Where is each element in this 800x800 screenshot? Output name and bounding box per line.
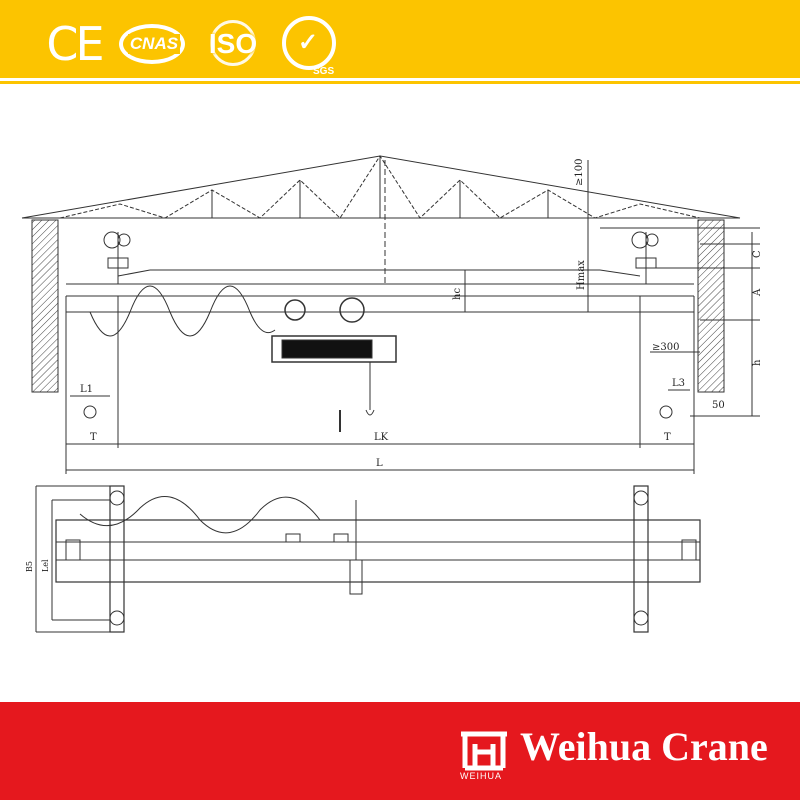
banner-divider: [0, 81, 800, 84]
dim-label-l1: L1: [80, 384, 93, 395]
festoon-cable: [89, 285, 276, 337]
left-wall: [31, 219, 59, 393]
cnas-oval-icon: [119, 24, 185, 64]
right-wall: [697, 219, 725, 393]
sgs-ring-icon: [282, 16, 336, 70]
dim-label-l: L: [376, 458, 383, 469]
dim-label-clearance-300: ≥300: [652, 342, 679, 353]
bridge-girder: [66, 160, 694, 313]
globe-icon: [210, 20, 256, 66]
ce-certification-logo: CE: [38, 17, 110, 71]
dim-label-h: h: [752, 359, 763, 366]
cnas-certification-logo: CNAS: [117, 18, 191, 70]
dim-label-hoist-height: hc: [452, 288, 463, 300]
ce-logo-text: CE: [46, 17, 104, 71]
plan-view: [35, 485, 701, 633]
check-icon: ✓: [298, 29, 319, 56]
right-end-carriage: [631, 231, 659, 284]
dim-label-height-min: Hmax: [576, 260, 587, 290]
sgs-logo-text: SGS: [313, 66, 335, 77]
dim-label-a: A: [752, 288, 763, 297]
iso-logo-text: ISO: [208, 28, 258, 59]
dim-label-top-clearance: ≥100: [574, 159, 585, 186]
brand-mark-text: WEIHUA: [460, 771, 502, 781]
dim-label-lk: LK: [374, 432, 389, 443]
roof-truss: [21, 155, 741, 219]
footer-banner: WEIHUA Weihua Crane: [0, 702, 800, 800]
left-end-carriage: [103, 231, 131, 284]
company-name: Weihua Crane: [520, 724, 768, 769]
crane-technical-drawing: ≥100 Hmax hc C A h ≥300 L1 L3 50 T LK T …: [21, 155, 763, 633]
sgs-certification-logo: ✓ SGS: [280, 16, 342, 78]
dim-label-b5: B5: [25, 561, 34, 572]
dim-label-t-right: T: [664, 432, 671, 443]
dim-label-l3: L3: [672, 378, 685, 389]
certification-banner: CE CNAS ISO ✓ SGS: [0, 0, 800, 78]
dim-label-50: 50: [712, 400, 725, 411]
dim-label-t-left: T: [90, 432, 97, 443]
dim-label-lel: Lel: [41, 559, 50, 572]
cnas-logo-text: CNAS: [127, 34, 181, 54]
electric-hoist: [271, 297, 397, 416]
weihua-logo-icon: [461, 731, 507, 771]
iso-certification-logo: ISO: [196, 20, 270, 68]
dim-label-c: C: [752, 250, 763, 258]
